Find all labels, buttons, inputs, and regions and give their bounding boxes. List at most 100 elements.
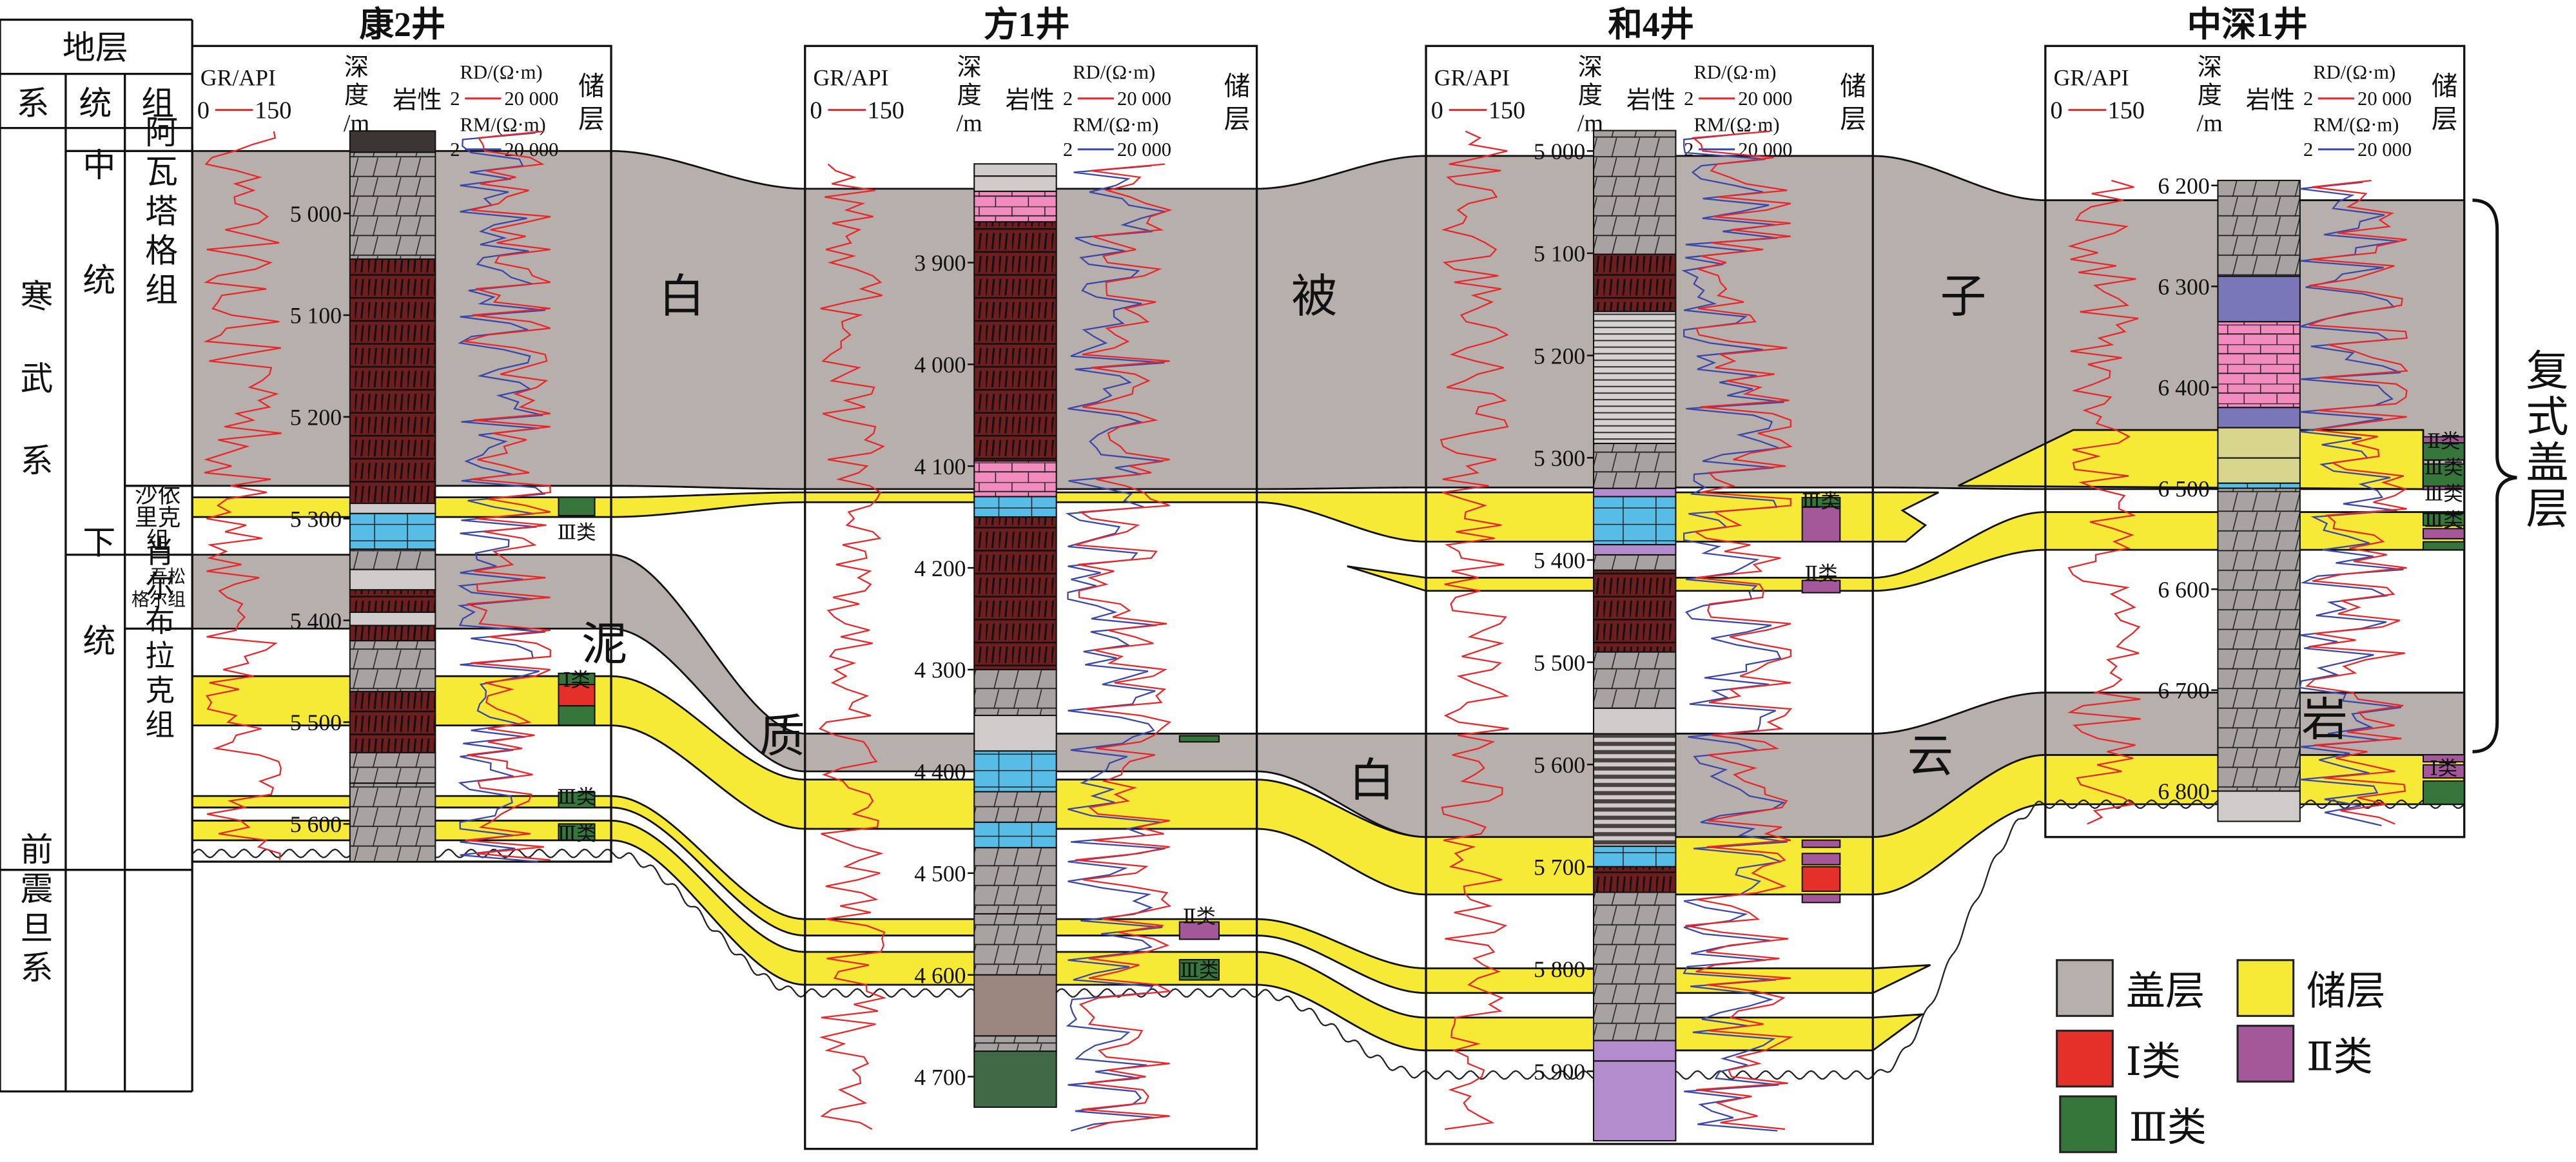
depth-tick-label: 4 200 bbox=[914, 556, 966, 581]
rm-scale-min: 2 bbox=[2303, 139, 2313, 160]
reservoir-class-II bbox=[1801, 579, 1841, 594]
gr-header: GR/API bbox=[200, 64, 276, 90]
correlation-bands bbox=[191, 150, 2466, 1080]
reservoir-class-I bbox=[1801, 866, 1841, 892]
system-cambrian: 寒武系 bbox=[15, 279, 52, 525]
gr-scale-min: 0 bbox=[197, 97, 210, 124]
lithology-interval-dolomite bbox=[349, 751, 436, 784]
lithology-interval-dolomite bbox=[349, 782, 436, 862]
rm-log-curve bbox=[2299, 181, 2404, 827]
reservoir-class-label: Ⅲ类 bbox=[2425, 509, 2463, 531]
strat-col-header: 组 bbox=[141, 86, 174, 122]
reservoir-header: 层 bbox=[1840, 105, 1866, 134]
track-header-bg bbox=[2045, 46, 2464, 145]
gr-log-curve bbox=[203, 131, 282, 860]
formation-wusonggeer-cell: 吾松格尔组 bbox=[132, 568, 186, 610]
rd-scale-min: 2 bbox=[2303, 88, 2313, 110]
system-presinian: 前震旦系 bbox=[15, 832, 52, 989]
rm-log-curve bbox=[1681, 132, 1788, 1132]
gr-log-curve bbox=[1439, 130, 1510, 1130]
rm-scale-max: 20 000 bbox=[504, 139, 558, 160]
reservoir-class-II bbox=[2422, 485, 2465, 490]
rd-header: RD/(Ω·m) bbox=[2313, 61, 2395, 83]
lithology-interval-dolomite bbox=[973, 791, 1057, 823]
reservoir-class-label: Ⅱ类 bbox=[2427, 431, 2460, 452]
rm-header: RM/(Ω·m) bbox=[2313, 114, 2399, 136]
depth-tick-label: 5 600 bbox=[1534, 752, 1585, 778]
depth-tick-label: 5 400 bbox=[1534, 548, 1585, 574]
depth-tick-label: 4 400 bbox=[914, 759, 966, 785]
well-title: 和4井 bbox=[1608, 5, 1694, 44]
well-frame bbox=[1425, 44, 1874, 1145]
depth-header: 深 bbox=[2198, 54, 2222, 81]
lithology-interval-lightgray bbox=[349, 503, 436, 514]
depth-tick-label: 4 600 bbox=[914, 962, 966, 988]
reservoir-class-label: Ⅲ类 bbox=[1180, 960, 1218, 982]
reservoir-band-5 bbox=[191, 819, 1926, 1052]
depth-tick-label: 5 400 bbox=[290, 608, 342, 634]
strat-header-title: 地层 bbox=[63, 31, 128, 67]
track-header-bg bbox=[1426, 46, 1873, 145]
depth-tick-label: 3 900 bbox=[914, 250, 966, 276]
depth-header: 深 bbox=[1578, 54, 1603, 81]
reservoir-header: 储 bbox=[2432, 72, 2458, 101]
depth-header: 度 bbox=[957, 81, 981, 109]
lithology-interval-lightgray bbox=[349, 611, 436, 626]
lithology-interval-dolomite bbox=[973, 668, 1057, 717]
gr-scale-min: 0 bbox=[810, 97, 822, 124]
reservoir-class-II bbox=[2422, 754, 2465, 763]
reservoir-class-label: Ⅱ类 bbox=[1183, 905, 1216, 927]
lithology-name-char: 被 bbox=[1291, 271, 1337, 322]
lithology-name-char: 质 bbox=[759, 711, 805, 762]
lithology-interval-blue bbox=[1592, 846, 1677, 867]
reservoir-class-II bbox=[1801, 506, 1841, 543]
lithology-interval-yellowgreen bbox=[2217, 427, 2301, 459]
legend-swatch bbox=[2056, 1029, 2114, 1088]
legend-label: Ⅰ类 bbox=[2126, 1041, 2181, 1084]
depth-header: 度 bbox=[344, 81, 369, 109]
depth-tick-label: 5 000 bbox=[1534, 139, 1585, 164]
depth-tick-label: 6 500 bbox=[2158, 476, 2209, 501]
strat-col-header: 统 bbox=[79, 86, 112, 122]
lithology-interval-greenx bbox=[973, 1051, 1057, 1108]
lithology-interval-dolomite bbox=[1592, 443, 1677, 489]
lithology-interval-brown bbox=[1592, 866, 1677, 893]
lithology-interval-dolomite bbox=[1592, 130, 1677, 255]
depth-header: /m bbox=[2197, 110, 2223, 137]
lithology-header: 岩性 bbox=[1006, 87, 1055, 114]
reservoir-class-III bbox=[558, 705, 596, 726]
lithology-interval-purpleblue bbox=[2217, 275, 2301, 323]
gr-log-curve bbox=[2067, 180, 2141, 825]
lithology-interval-purple bbox=[1592, 1040, 1677, 1062]
legend-label: Ⅲ类 bbox=[2129, 1107, 2207, 1150]
lithology-header: 岩性 bbox=[393, 87, 442, 114]
reservoir-class-III bbox=[2422, 541, 2465, 551]
gr-header: GR/API bbox=[2054, 64, 2129, 90]
lithology-interval-dolomite bbox=[973, 1035, 1057, 1052]
depth-tick-label: 5 000 bbox=[290, 201, 342, 227]
reservoir-class-II bbox=[1178, 921, 1220, 940]
formation-shayilike-cell: 沙依里克组 bbox=[135, 486, 181, 554]
lithology-interval-brown bbox=[349, 691, 436, 753]
lithology-interval-dolomite bbox=[2217, 487, 2301, 792]
reservoir-class-III bbox=[1178, 958, 1220, 981]
lithology-interval-dolomite bbox=[973, 847, 1057, 915]
reservoir-class-label: Ⅲ类 bbox=[2425, 483, 2463, 505]
well-frame bbox=[804, 44, 1258, 1150]
rd-log-curve bbox=[1075, 163, 1173, 1130]
lithology-interval-striped bbox=[1592, 311, 1677, 445]
depth-tick-label: 5 700 bbox=[1534, 855, 1585, 880]
well-title: 方1井 bbox=[984, 5, 1070, 44]
legend-swatch bbox=[2236, 959, 2295, 1017]
lithology-interval-dolomite bbox=[349, 640, 436, 693]
reservoir-header: 层 bbox=[1224, 105, 1251, 134]
rd-header: RD/(Ω·m) bbox=[460, 61, 543, 83]
rm-scale-max: 20 000 bbox=[1117, 139, 1171, 160]
gr-scale-max: 150 bbox=[868, 97, 904, 124]
gr-header: GR/API bbox=[1434, 64, 1510, 90]
